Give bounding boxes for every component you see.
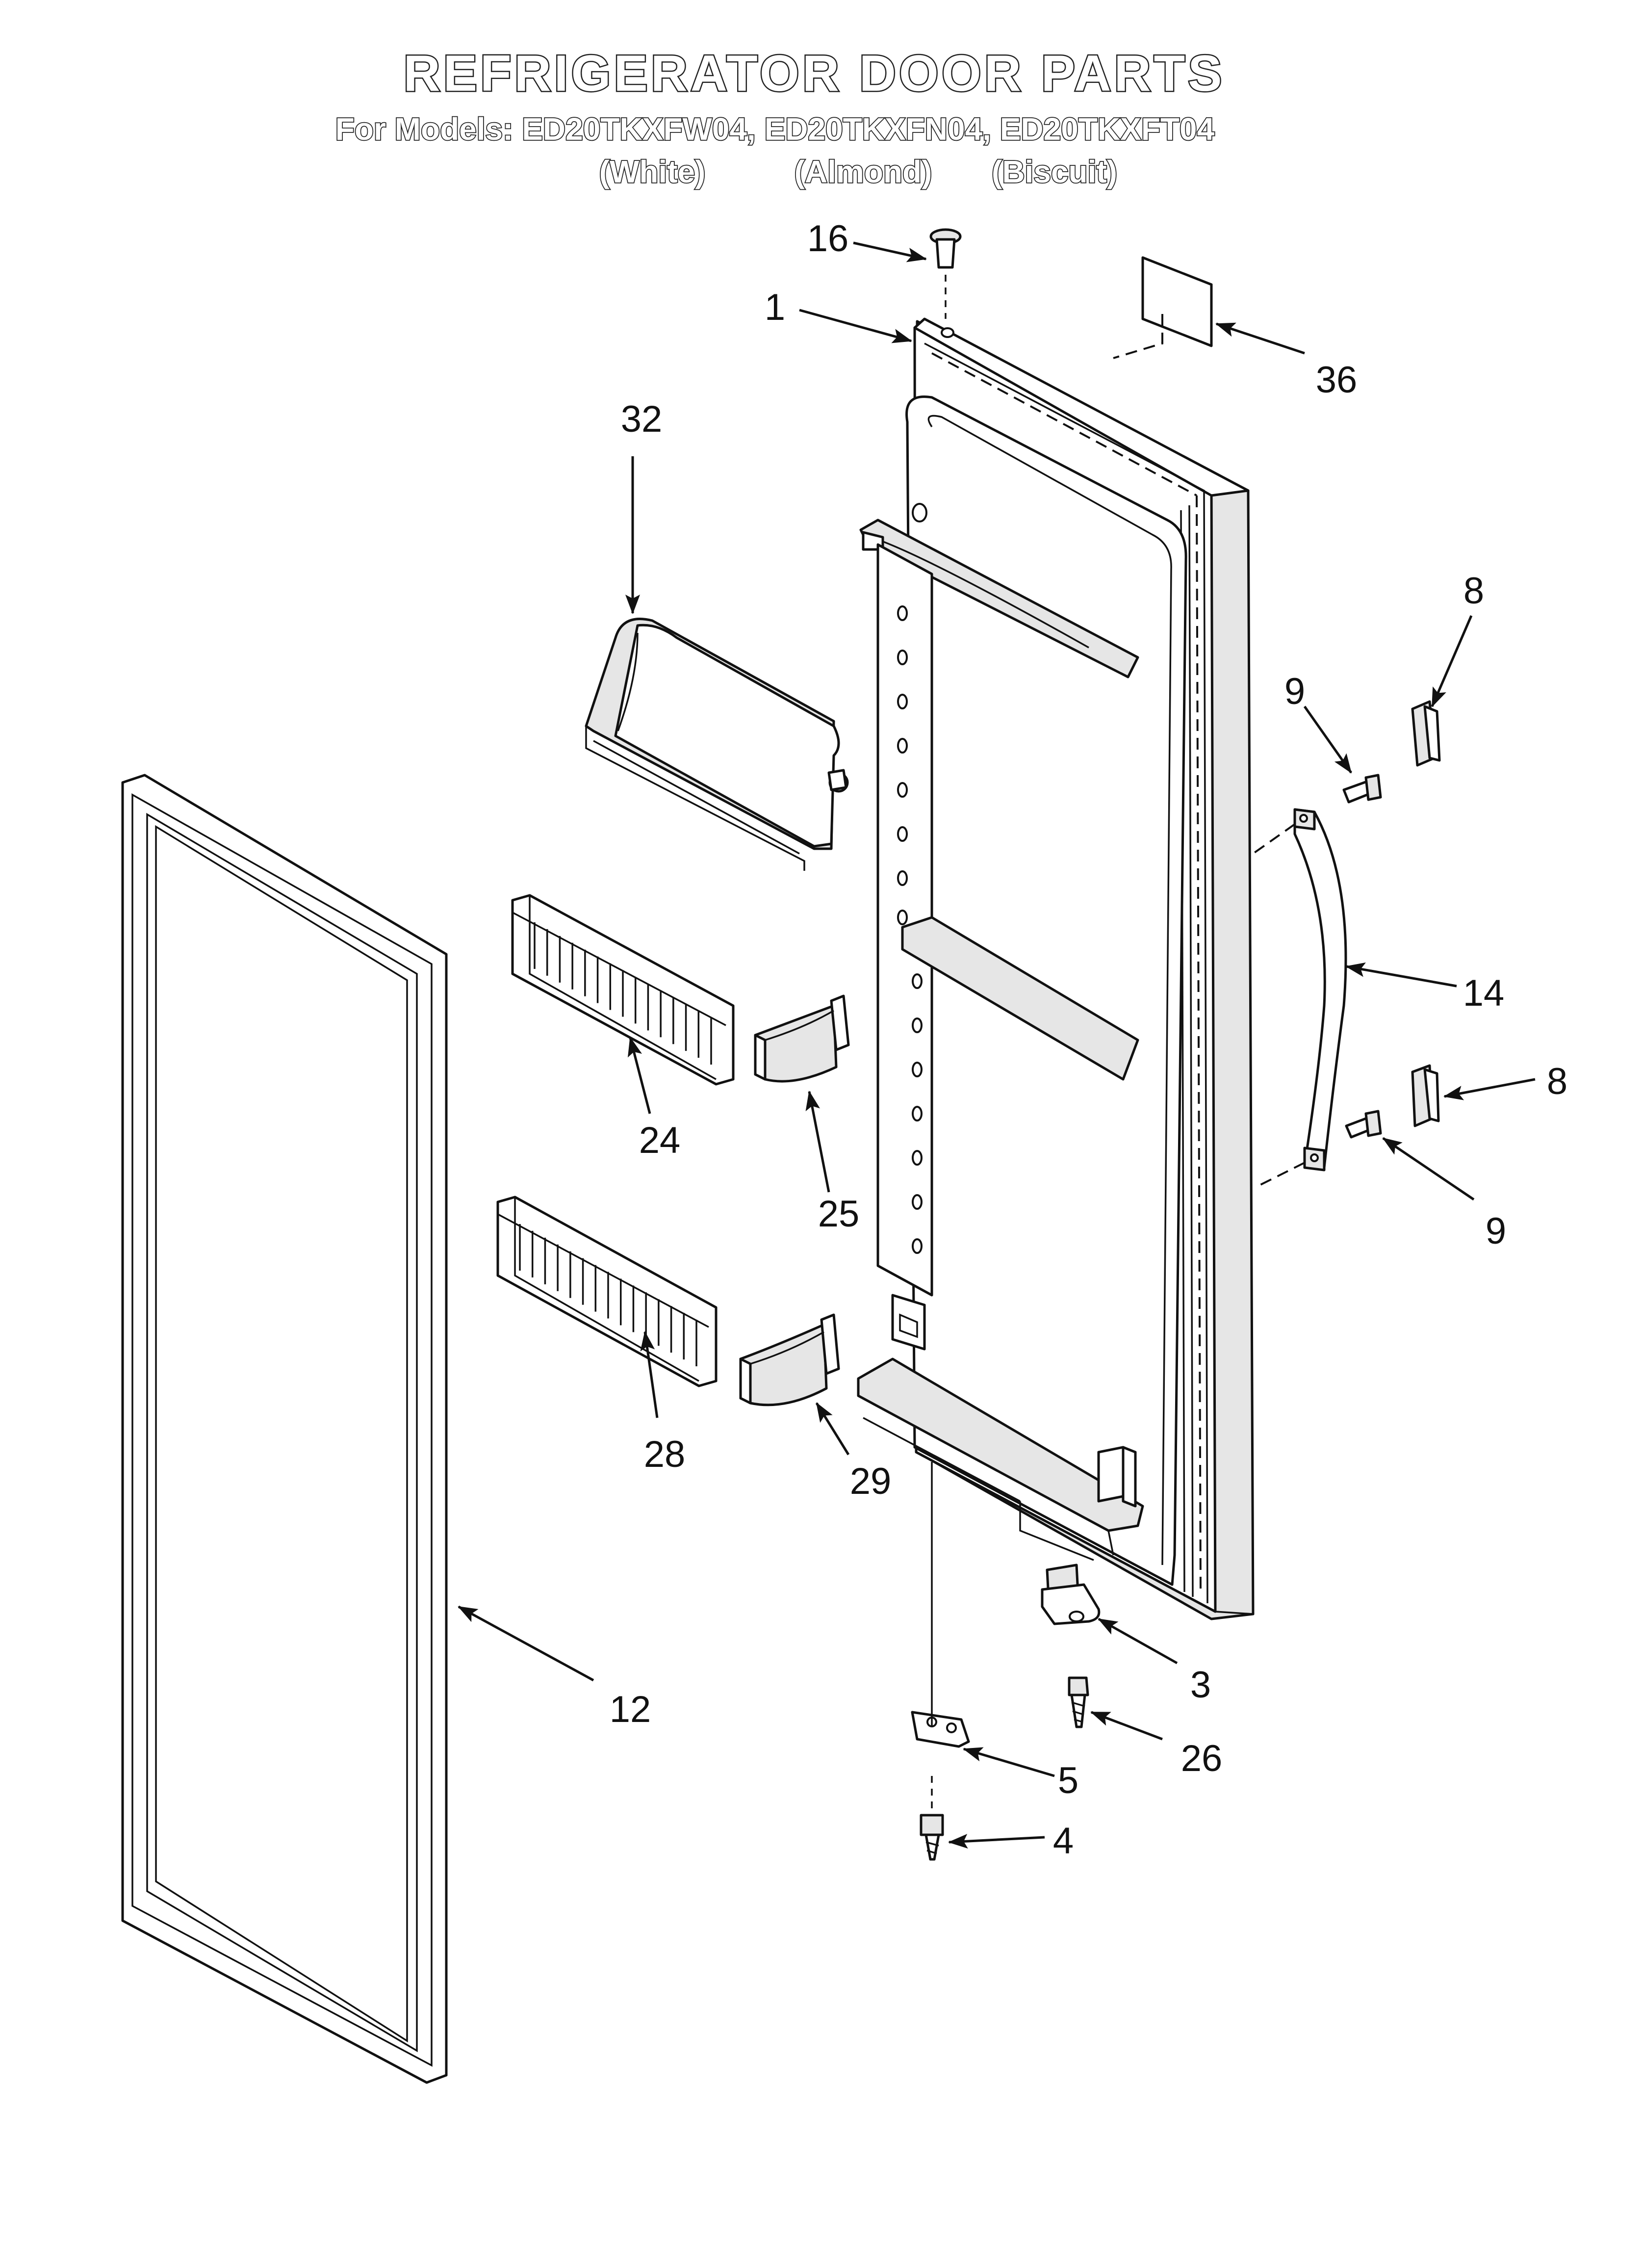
part-4-screw <box>920 1776 944 1861</box>
color-biscuit: (Biscuit) <box>992 154 1117 189</box>
part-8-handle-cap-lower <box>1411 1064 1440 1127</box>
part-25-end-cap <box>754 994 850 1083</box>
callout-4: 4 <box>1053 1820 1074 1862</box>
part-26-screw <box>1068 1676 1089 1728</box>
color-white: (White) <box>599 154 706 189</box>
part-28-bin-rail <box>496 1196 718 1387</box>
part-12-door-gasket <box>121 774 448 2084</box>
callout-3: 3 <box>1190 1664 1211 1706</box>
color-almond: (Almond) <box>795 154 932 189</box>
part-8-handle-cap-upper <box>1411 700 1441 767</box>
liner-middle-shelf <box>901 916 1139 1081</box>
part-24-bin-rail <box>511 894 735 1086</box>
part-3-hinge <box>1041 1564 1101 1625</box>
part-29-end-cap <box>739 1313 840 1407</box>
callout-16: 16 <box>807 218 849 260</box>
page-title: REFRIGERATOR DOOR PARTS <box>404 45 1225 102</box>
callout-1: 1 <box>765 287 785 328</box>
liner-latch-block <box>891 1294 926 1351</box>
door-top-edge <box>913 317 1250 497</box>
callout-25: 25 <box>818 1193 860 1235</box>
part-16-plug <box>929 228 962 338</box>
callout-24: 24 <box>639 1120 681 1161</box>
leader-lines <box>458 241 1536 1849</box>
callout-36: 36 <box>1316 359 1358 401</box>
callout-12: 12 <box>610 1689 651 1730</box>
part-32-top-bin <box>585 618 849 871</box>
callout-5: 5 <box>1058 1760 1078 1801</box>
callout-32: 32 <box>621 398 663 440</box>
callout-8-lower: 8 <box>1547 1061 1567 1102</box>
callout-26: 26 <box>1181 1738 1223 1779</box>
callout-29: 29 <box>850 1460 892 1502</box>
models-line: For Models: ED20TKXFW04, ED20TKXFN04, ED… <box>335 111 1215 147</box>
part-9-screw-lower <box>1345 1110 1382 1139</box>
part-5-bracket <box>911 1462 970 1748</box>
callout-9-lower: 9 <box>1486 1210 1506 1252</box>
part-9-screw-upper <box>1342 774 1382 804</box>
part-36-label <box>1113 256 1213 359</box>
callout-14: 14 <box>1463 972 1505 1014</box>
callout-28: 28 <box>644 1434 686 1475</box>
callout-8-upper: 8 <box>1463 570 1484 612</box>
part-14-door-handle <box>1252 808 1347 1188</box>
door-assembly <box>857 317 1255 1620</box>
callout-9-upper: 9 <box>1284 671 1305 712</box>
